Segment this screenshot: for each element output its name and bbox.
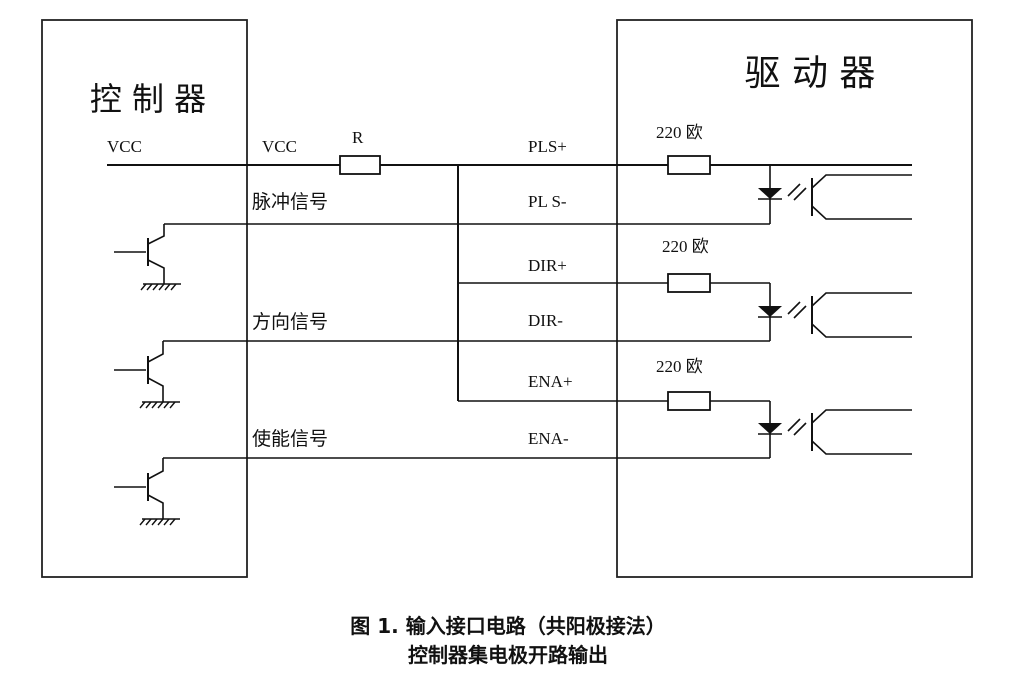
signal-name-pulse: 脉冲信号 — [252, 191, 328, 213]
resistor-enable — [667, 391, 711, 411]
light-arrow-enable-2 — [793, 422, 807, 436]
collector-pulse — [811, 174, 912, 189]
channel-enable: 使能信号 ENA+ ENA- 220 欧 — [114, 357, 912, 526]
signal-minus-enable: ENA- — [528, 429, 569, 448]
signal-minus-pulse: PL S- — [528, 192, 567, 211]
resistor-label-enable: 220 欧 — [656, 357, 703, 376]
transistor-collector-enable — [147, 458, 164, 480]
ground-hatch-pulse — [140, 283, 177, 291]
signal-name-direction: 方向信号 — [252, 311, 328, 333]
controller-title: 控 制 器 — [90, 80, 206, 118]
light-arrow-enable-1 — [787, 418, 801, 432]
led-pulse — [758, 188, 782, 199]
light-arrow-direction-1 — [787, 301, 801, 315]
emitter-direction — [811, 323, 912, 338]
signal-plus-direction: DIR+ — [528, 256, 567, 275]
led-direction — [758, 306, 782, 317]
channel-direction: 方向信号 DIR+ DIR- 220 欧 — [114, 237, 912, 409]
driver-title: 驱 动 器 — [745, 53, 876, 94]
controller-vcc-label: VCC — [107, 137, 142, 156]
bus-resistor-label: R — [352, 128, 364, 147]
emitter-pulse — [811, 205, 912, 220]
ground-hatch-direction — [139, 401, 176, 409]
signal-plus-pulse: PLS+ — [528, 137, 567, 156]
transistor-emitter-pulse — [147, 259, 165, 284]
transistor-collector-direction — [147, 341, 164, 363]
channel-pulse: 脉冲信号 PLS+ PL S- 220 欧 — [114, 123, 912, 291]
transistor-emitter-enable — [147, 494, 164, 519]
transistor-emitter-direction — [147, 377, 164, 402]
resistor-label-direction: 220 欧 — [662, 237, 709, 256]
led-enable — [758, 423, 782, 434]
collector-enable — [811, 409, 912, 424]
controller-box — [41, 19, 248, 578]
collector-direction — [811, 292, 912, 307]
ground-hatch-enable — [139, 518, 176, 526]
bus-resistor — [339, 155, 381, 175]
light-arrow-pulse-1 — [787, 183, 801, 197]
caption-line-1: 图 1. 输入接口电路（共阳极接法） — [350, 614, 665, 638]
bus-vcc-label: VCC — [262, 137, 297, 156]
transistor-collector-pulse — [147, 224, 165, 245]
caption-line-2: 控制器集电极开路输出 — [408, 643, 608, 667]
driver-box — [616, 19, 973, 578]
signal-name-enable: 使能信号 — [252, 428, 328, 450]
signal-plus-enable: ENA+ — [528, 372, 573, 391]
emitter-enable — [811, 440, 912, 455]
signal-minus-direction: DIR- — [528, 311, 563, 330]
light-arrow-direction-2 — [793, 305, 807, 319]
light-arrow-pulse-2 — [793, 187, 807, 201]
resistor-label-pulse: 220 欧 — [656, 123, 703, 142]
resistor-direction — [667, 273, 711, 293]
resistor-pulse — [667, 155, 711, 175]
